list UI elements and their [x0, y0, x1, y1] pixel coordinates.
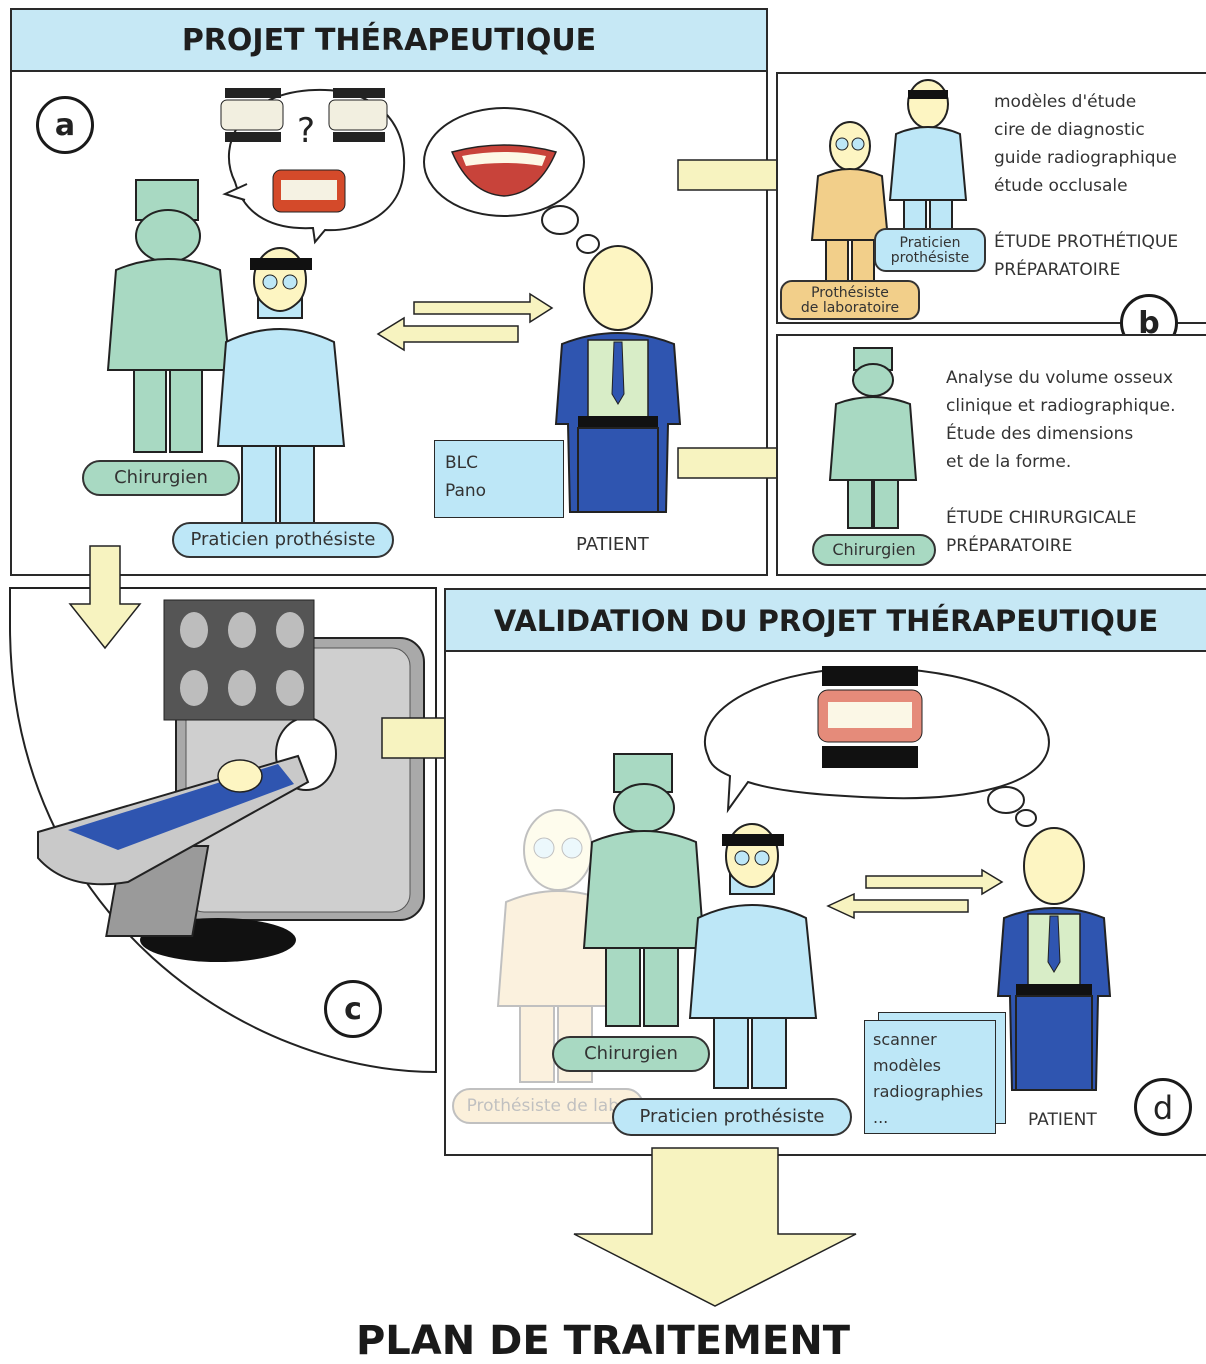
list-item: étude occlusale: [994, 176, 1128, 196]
thought-bubble-smile: [423, 107, 600, 254]
panel-surgery-text: Analyse du volume osseux clinique et rad…: [946, 364, 1175, 476]
denture-icon: [220, 88, 284, 142]
denture-icon: [272, 169, 346, 213]
practitioner-figure: [216, 247, 346, 543]
list-item: modèles d'étude: [994, 92, 1137, 112]
denture-icon: [328, 88, 388, 142]
speech-bubble-denture: [704, 666, 1050, 827]
patient-label: PATIENT: [576, 534, 649, 555]
patient-label-d: PATIENT: [1028, 1110, 1097, 1130]
patient-figure: [554, 245, 682, 513]
practitioner-figure-small: [888, 79, 968, 235]
heading-line: ÉTUDE PROTHÉTIQUE: [994, 232, 1179, 252]
panel-surgery-heading: ÉTUDE CHIRURGICALE PRÉPARATOIRE: [946, 504, 1136, 560]
panel-a-label: a: [36, 96, 94, 154]
text-line: clinique et radiographique.: [946, 396, 1176, 416]
panel-d-note-box: scanner modèles radiographies ...: [864, 1020, 996, 1134]
exchange-arrows-d: [826, 868, 1004, 920]
panel-a-note-box: BLC Pano: [434, 440, 564, 518]
pill-line: de laboratoire: [800, 300, 900, 316]
pill-d-laboratoire: Prothésiste de labo: [452, 1088, 644, 1124]
panel-b-heading: ÉTUDE PROTHÉTIQUE PRÉPARATOIRE: [994, 228, 1178, 284]
arrow-down-to-plan: [573, 1147, 857, 1307]
practitioner-figure-d: [688, 823, 818, 1089]
pill-surgery-chirurgien: Chirurgien: [812, 534, 936, 566]
heading-line: PRÉPARATOIRE: [994, 260, 1121, 280]
pill-line: Prothésiste: [811, 285, 889, 301]
panel-c-scanner: [9, 587, 437, 1074]
note-line: radiographies: [873, 1082, 984, 1101]
text-line: Étude des dimensions: [946, 424, 1134, 444]
pill-b-laboratoire: Prothésiste de laboratoire: [780, 280, 920, 320]
plan-de-traitement-title: PLAN DE TRAITEMENT: [355, 1318, 851, 1364]
arrow-down-to-c: [68, 545, 142, 650]
pill-line: Praticien: [899, 235, 961, 251]
patient-figure-d: [996, 827, 1112, 1091]
panel-d-label: d: [1134, 1078, 1192, 1136]
denture-icon: [817, 666, 923, 768]
svg-text:?: ?: [297, 111, 315, 151]
surgeon-figure: [106, 179, 232, 453]
note-line: scanner: [873, 1030, 937, 1049]
pill-line: prothésiste: [890, 250, 970, 266]
panel-b-list: modèles d'étude cire de diagnostic guide…: [994, 88, 1177, 200]
surgeon-figure-small: [828, 347, 918, 529]
panel-a-title: PROJET THÉRAPEUTIQUE: [12, 10, 766, 72]
pill-chirurgien: Chirurgien: [82, 460, 240, 496]
heading-line: ÉTUDE CHIRURGICALE: [946, 508, 1137, 528]
ct-images-icon: [163, 599, 315, 721]
pill-d-praticien: Praticien prothésiste: [612, 1098, 852, 1136]
heading-line: PRÉPARATOIRE: [946, 536, 1073, 556]
exchange-arrows: [376, 292, 554, 352]
text-line: et de la forme.: [946, 452, 1072, 472]
list-item: cire de diagnostic: [994, 120, 1145, 140]
list-item: guide radiographique: [994, 148, 1177, 168]
surgeon-figure-d: [582, 753, 706, 1027]
panel-d-title: VALIDATION DU PROJET THÉRAPEUTIQUE: [446, 590, 1206, 652]
pill-d-chirurgien: Chirurgien: [552, 1036, 710, 1072]
note-line: BLC: [445, 453, 479, 473]
note-line: modèles: [873, 1056, 941, 1075]
note-line: ...: [873, 1108, 889, 1127]
lab-technician-figure: [810, 121, 890, 287]
pill-praticien-prothesiste: Praticien prothésiste: [172, 522, 394, 558]
panel-c-label: c: [324, 980, 382, 1038]
pill-b-praticien: Praticien prothésiste: [874, 228, 986, 272]
text-line: Analyse du volume osseux: [946, 368, 1174, 388]
thought-bubble-dentures: ?: [220, 88, 406, 245]
note-line: Pano: [445, 481, 487, 501]
